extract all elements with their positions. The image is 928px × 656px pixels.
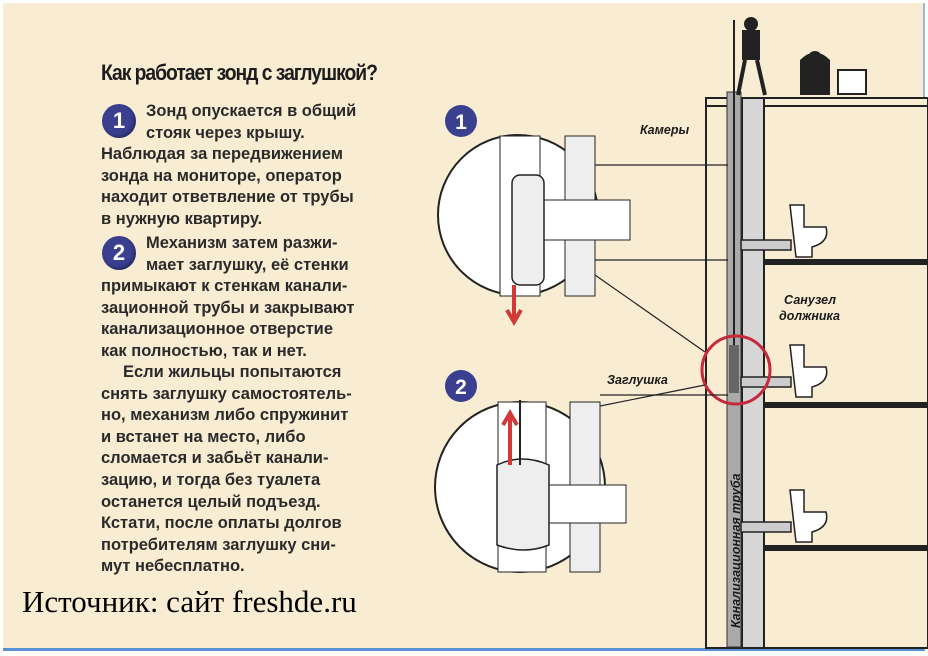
detail-circle-1 — [437, 134, 631, 326]
diagram-badge-1: 1 — [445, 105, 477, 137]
step-2-text: Механизм затем разжи-мает заглушку, её с… — [101, 233, 401, 363]
text-line: Механизм затем разжи- — [146, 234, 338, 252]
text-line: примыкают к стенкам канали- — [101, 277, 348, 296]
text-line: Кстати, после оплаты долгов — [101, 514, 342, 533]
text-line: в нужную квартиру. — [101, 209, 263, 228]
label-cameras: Камеры — [640, 123, 689, 137]
text-line: находит ответвление от трубы — [101, 188, 354, 207]
step-1-badge: 1 — [102, 104, 136, 138]
text-line: зацию, и тогда без туалета — [101, 470, 321, 489]
detail-circle-2 — [434, 400, 627, 573]
text-line: мут небесплатно. — [101, 557, 245, 576]
step-1-text: Зонд опускается в общий стояк через крышу… — [101, 101, 401, 231]
text-line: и встанет на место, либо — [101, 427, 306, 446]
plug-location-highlight — [700, 334, 772, 406]
arrow-down-icon — [505, 285, 523, 326]
label-bathroom-line2: должника — [779, 309, 840, 323]
probe-plug — [729, 345, 739, 393]
text-line: Если жильцы попытаются — [123, 363, 342, 381]
text-line: зационной трубы и закрывают — [101, 298, 355, 317]
consequences-text: Если жильцы попытаются снять заглушку сам… — [101, 362, 401, 578]
arrow-up-icon — [501, 409, 519, 465]
text-line: канализационное отверстие — [101, 320, 334, 339]
operator-figures — [736, 17, 867, 96]
diagram-badge-1-text: 1 — [455, 111, 467, 134]
text-line: потребителям заглушку сни- — [101, 535, 336, 554]
text-line: сломается и забьёт канали- — [101, 449, 329, 468]
label-sewer-pipe: Канализационная труба — [729, 473, 743, 628]
text-line: Наблюдая за передвижением — [101, 145, 343, 164]
infographic-title: Как работает зонд с заглушкой? — [101, 60, 378, 85]
text-line: стояк через крышу. — [146, 123, 305, 142]
text-line: зонда на мониторе, оператор — [101, 166, 342, 185]
text-line: но, механизм либо спружинит — [101, 406, 349, 425]
text-line: останется целый подъезд. — [101, 492, 321, 511]
step-2-badge: 2 — [102, 236, 136, 270]
text-line: Зонд опускается в общий — [146, 102, 357, 120]
text-line: мает заглушку, её стенки — [146, 255, 349, 274]
source-caption: Источник: сайт freshde.ru — [22, 584, 357, 619]
diagram-badge-2: 2 — [445, 370, 477, 402]
label-plug: Заглушка — [607, 373, 668, 387]
text-line: как полностью, так и нет. — [101, 341, 307, 360]
diagram-badge-2-text: 2 — [455, 376, 467, 399]
text-line: снять заглушку самостоятель- — [101, 384, 352, 403]
toilets — [740, 204, 828, 543]
label-bathroom-line1: Санузел — [784, 293, 836, 307]
